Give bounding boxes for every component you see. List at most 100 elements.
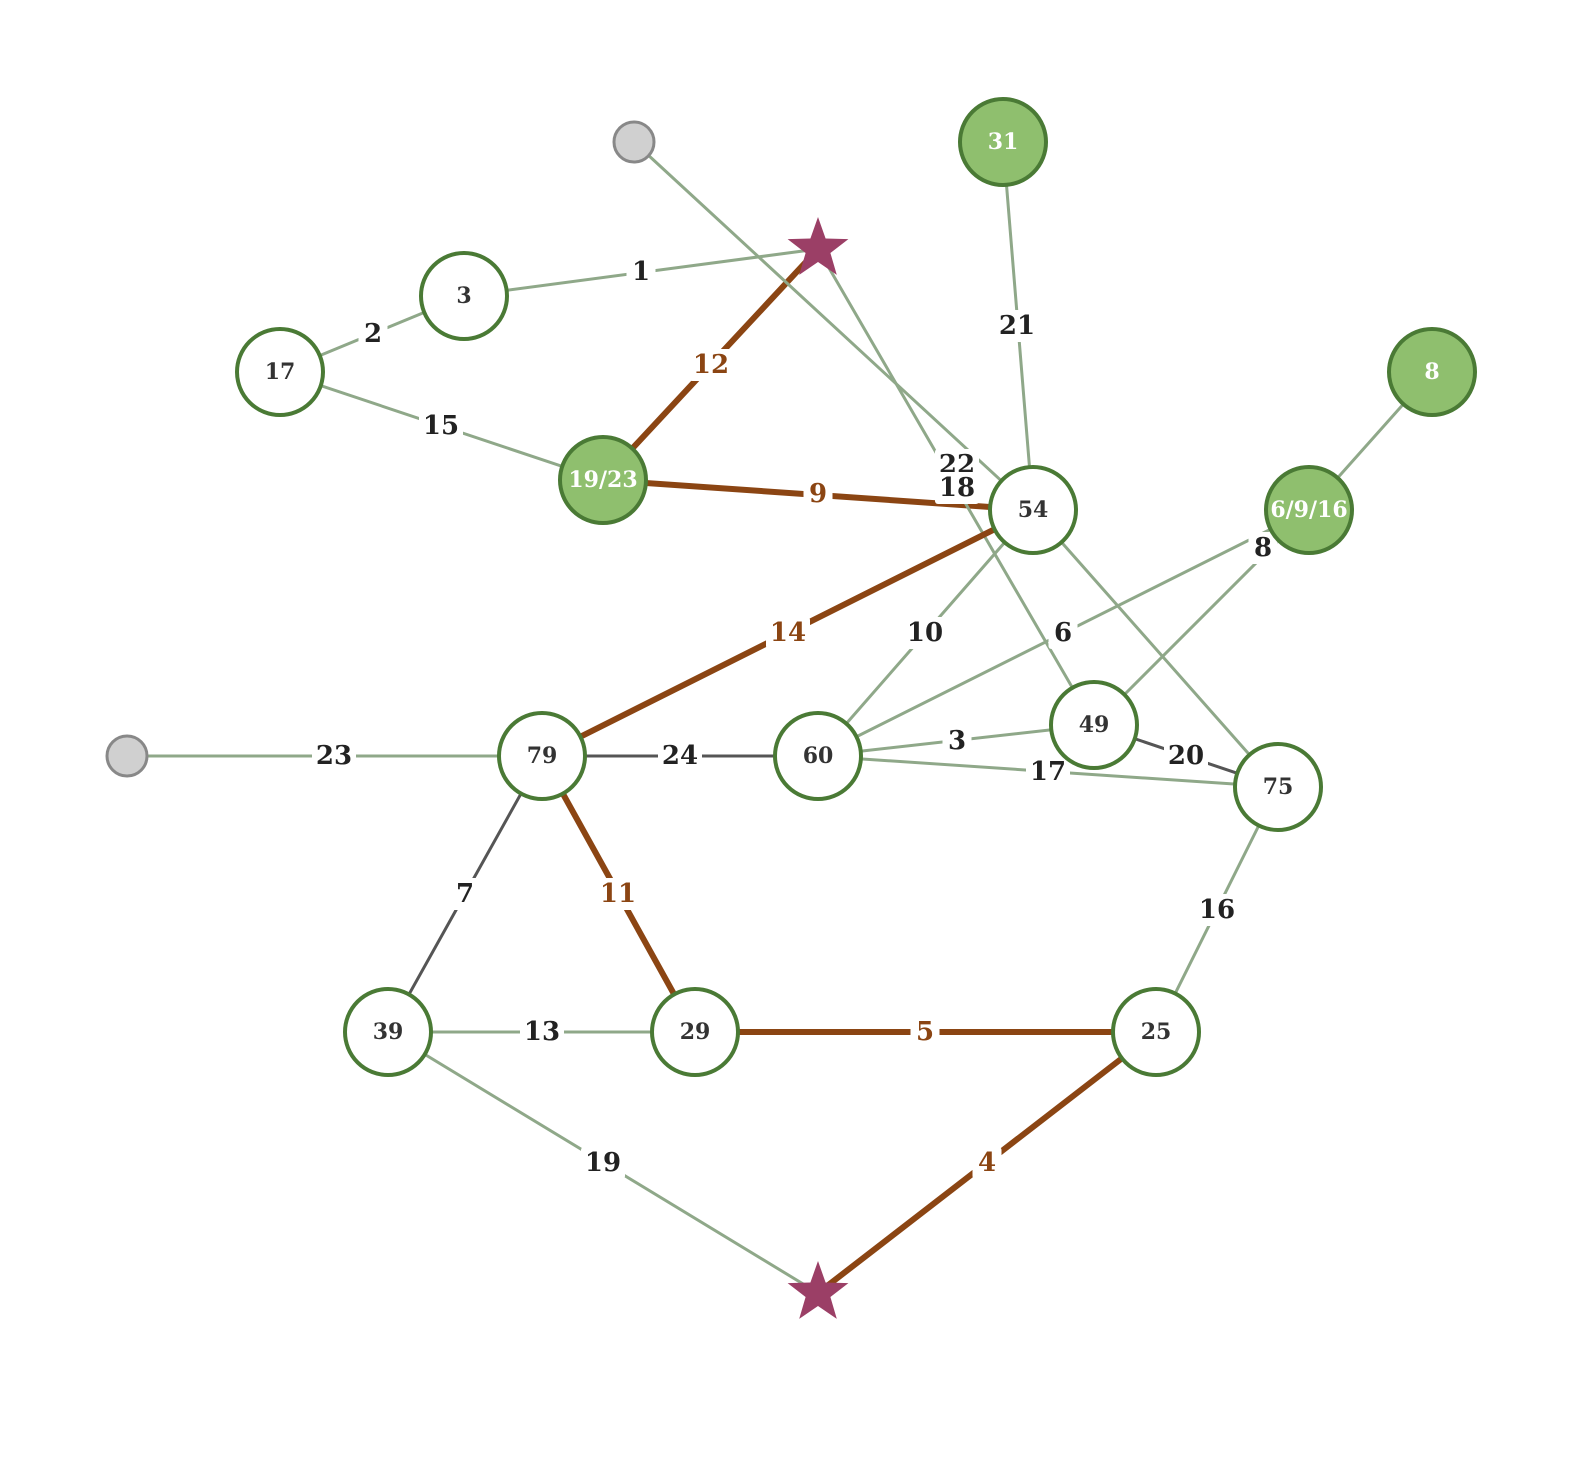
edge-label-bg [766, 617, 810, 649]
node-label: 54 [1018, 497, 1049, 523]
terminal-node-circle [612, 120, 656, 164]
node-circle [419, 251, 509, 341]
node-n8: 8 [1387, 327, 1477, 417]
edge-label-n39-s_bottom: 19 [585, 1148, 621, 1178]
edge-label-n49-n75: 20 [1168, 741, 1204, 771]
node-circle [1049, 680, 1139, 770]
edge-label-n75-n25: 16 [1199, 895, 1235, 925]
edge-label-bg [903, 617, 947, 649]
node-label: 29 [680, 1019, 711, 1045]
node-label: 8 [1424, 359, 1439, 385]
node-label: 25 [1141, 1019, 1172, 1045]
edge-label-bg [1248, 532, 1278, 564]
edge-label-bg [450, 878, 480, 910]
node-label: 39 [373, 1019, 404, 1045]
edge-label-n17-n19_23: 15 [423, 411, 459, 441]
edge-label-bg [942, 725, 972, 757]
node-s_bottom [787, 1261, 849, 1319]
edge-label-bg [910, 1016, 940, 1048]
edge-label-n31-n54: 21 [999, 311, 1035, 341]
node-circle [558, 435, 648, 525]
edge-label-n19_23-s_top: 12 [693, 350, 729, 380]
node-n17: 17 [235, 327, 325, 417]
node-circle [773, 711, 863, 801]
node-n3: 3 [419, 251, 509, 341]
node-n79: 79 [497, 711, 587, 801]
edge-label-n29-n25: 5 [916, 1017, 934, 1047]
edge-label-bg [419, 410, 463, 442]
edge-label-bg [1164, 740, 1208, 772]
edge-label-n54-n79: 14 [770, 618, 806, 648]
node-circle [650, 987, 740, 1077]
edge-n54-n75 [1031, 508, 1280, 789]
node-circle [988, 465, 1078, 555]
node-circle [1387, 327, 1477, 417]
edge-label-bg [935, 472, 979, 504]
edge-label-bg [358, 318, 388, 350]
node-n31: 31 [958, 97, 1048, 187]
node-n60: 60 [773, 711, 863, 801]
edge-label-bg [995, 310, 1039, 342]
node-n75: 75 [1233, 742, 1323, 832]
node-n39: 39 [343, 987, 433, 1077]
node-t_top [612, 120, 656, 164]
edge-label-bg [626, 256, 656, 288]
node-circle [1233, 742, 1323, 832]
node-circle [497, 711, 587, 801]
node-n25: 25 [1111, 987, 1201, 1077]
node-n29: 29 [650, 987, 740, 1077]
edge-label-bg [689, 349, 733, 381]
node-s_top [787, 217, 849, 275]
node-label: 17 [265, 359, 296, 385]
edge-label-n60-n75: 17 [1030, 757, 1066, 787]
edge-label-bg [596, 878, 640, 910]
edge-label-bg [581, 1147, 625, 1179]
star-icon [787, 217, 849, 275]
edge-label-n6_9_16-n60: 6 [1054, 618, 1072, 648]
node-circle [958, 97, 1048, 187]
edge-label-bg [1048, 617, 1078, 649]
edge-label-n3-s_top: 1 [632, 257, 650, 287]
node-label: 19/23 [568, 467, 637, 493]
edge-label-n25-s_bottom: 4 [978, 1148, 996, 1178]
edge-label-t_left-n79: 23 [316, 741, 352, 771]
edge-label-bg [1195, 894, 1239, 926]
node-n19_23: 19/23 [558, 435, 648, 525]
terminal-node-circle [105, 734, 149, 778]
edge-t_top-n54 [632, 140, 1035, 512]
node-label: 79 [527, 743, 558, 769]
node-circle [1111, 987, 1201, 1077]
edge-label-bg [520, 1016, 564, 1048]
node-circle [235, 327, 325, 417]
edge-label-bg [972, 1147, 1002, 1179]
node-label: 6/9/16 [1270, 497, 1347, 523]
edge-label-bg [803, 478, 833, 510]
edge-label-s_top-n49: 18 [939, 473, 975, 503]
node-circle [343, 987, 433, 1077]
edge-label-n39-n29: 13 [524, 1017, 560, 1047]
edge-label-n54-n60: 10 [907, 618, 943, 648]
edge-label-bg [312, 740, 356, 772]
edge-label-n79-n60: 24 [662, 741, 698, 771]
node-label: 49 [1079, 712, 1110, 738]
edge-label-bg [1026, 756, 1070, 788]
node-t_left [105, 734, 149, 778]
node-label: 3 [456, 283, 471, 309]
edge-label-n60-n49: 3 [948, 726, 966, 756]
edge-label-n79-n39: 7 [456, 879, 474, 909]
node-n49: 49 [1049, 680, 1139, 770]
node-label: 75 [1263, 774, 1294, 800]
edge-label-n19_23-n54: 9 [809, 479, 827, 509]
edges-layer [125, 140, 1434, 1296]
edge-label-n79-n29: 11 [600, 879, 636, 909]
star-icon [787, 1261, 849, 1319]
node-circle [1264, 465, 1354, 555]
edge-label-n6_9_16-n49: 8 [1254, 533, 1272, 563]
node-n54: 54 [988, 465, 1078, 555]
node-label: 60 [803, 743, 834, 769]
edge-label-n17-n3: 2 [364, 319, 382, 349]
node-n6_9_16: 6/9/16 [1264, 465, 1354, 555]
